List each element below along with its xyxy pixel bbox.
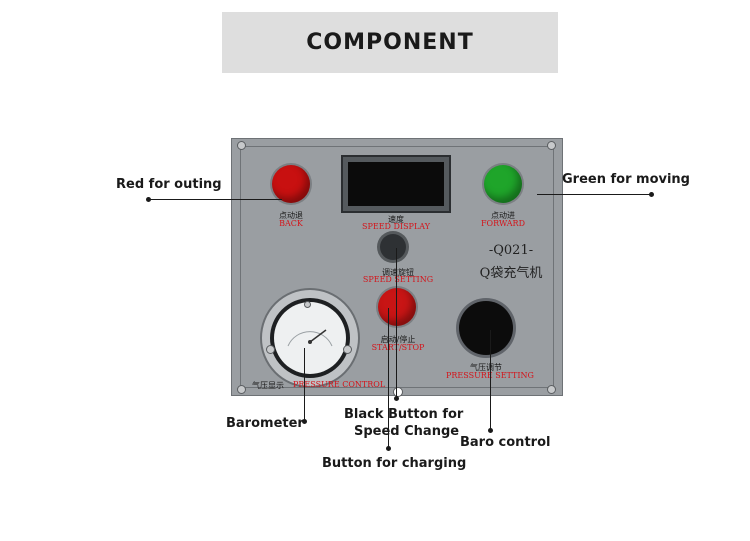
- speed-setting-label-cn: 调速旋钮: [382, 268, 414, 277]
- callout-black-button-line1: Black Button for: [344, 407, 464, 422]
- callout-green: Green for moving: [562, 172, 690, 187]
- callout-green-line: [537, 194, 651, 195]
- back-button[interactable]: [272, 165, 310, 203]
- callout-red-line: [148, 199, 282, 200]
- screw-icon: [304, 301, 311, 308]
- back-label-en: BACK: [279, 219, 303, 228]
- screw-icon: [547, 385, 556, 394]
- callout-red: Red for outing: [116, 177, 222, 192]
- speed-display-label-en: SPEED DISPLAY: [362, 222, 430, 231]
- gauge-face: [274, 302, 346, 374]
- callout-baro-control: Baro control: [460, 435, 551, 450]
- start-stop-label-cn: 启动/停止: [380, 335, 416, 344]
- forward-label-cn: 点动进: [491, 211, 515, 220]
- speed-setting-knob[interactable]: [380, 234, 406, 260]
- start-stop-button[interactable]: [378, 288, 416, 326]
- pressure-setting-label-en: PRESSURE SETTING: [446, 371, 534, 380]
- screw-icon: [547, 141, 556, 150]
- page-title: COMPONENT: [306, 30, 474, 55]
- callout-barometer: Barometer: [226, 416, 304, 431]
- back-label-cn: 点动退: [279, 211, 303, 220]
- callout-barometer-dot: [302, 419, 307, 424]
- forward-label-en: FORWARD: [481, 219, 525, 228]
- pressure-control-label-en: PRESSURE CONTROL: [293, 380, 386, 389]
- screw-icon: [343, 345, 352, 354]
- speed-setting-label-en: SPEED SETTING: [362, 275, 434, 284]
- model-name: Q袋充气机: [479, 266, 543, 281]
- pressure-control-label-cn: 气压显示: [252, 381, 284, 390]
- callout-black-button-line: [396, 248, 397, 399]
- pressure-setting-knob[interactable]: [459, 301, 513, 355]
- callout-barometer-line: [304, 348, 305, 422]
- callout-baro-control-dot: [488, 428, 493, 433]
- model-code: -Q021-: [488, 243, 534, 258]
- callout-baro-control-line: [490, 330, 491, 430]
- callout-charging: Button for charging: [322, 456, 467, 471]
- screw-icon: [266, 345, 275, 354]
- screw-icon: [237, 385, 246, 394]
- callout-black-button-line2: Speed Change: [354, 424, 460, 439]
- screw-icon: [237, 141, 246, 150]
- callout-green-dot: [649, 192, 654, 197]
- callout-charging-dot: [386, 446, 391, 451]
- speed-display-screen: [348, 162, 444, 206]
- title-banner: COMPONENT: [222, 12, 558, 73]
- start-stop-label-en: START/STOP: [371, 343, 425, 352]
- callout-black-button-dot: [394, 396, 399, 401]
- pressure-setting-label-cn: 气压调节: [470, 363, 502, 372]
- forward-button[interactable]: [484, 165, 522, 203]
- gauge-dial-icon: [287, 329, 333, 347]
- callout-charging-line: [388, 308, 389, 448]
- speed-display-label-cn: 速度: [388, 215, 404, 224]
